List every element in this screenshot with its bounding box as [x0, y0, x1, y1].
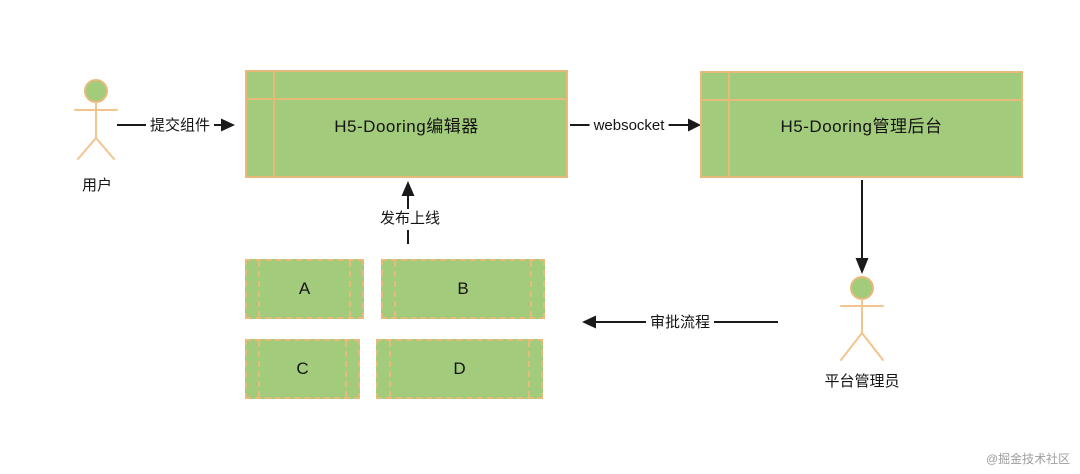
component-d-left-rail — [389, 341, 391, 397]
component-node-d: D — [376, 339, 543, 399]
component-node-b: B — [381, 259, 545, 319]
component-node-c: C — [245, 339, 360, 399]
editor-node: H5-Dooring编辑器 — [245, 70, 568, 178]
component-a-left-rail — [258, 261, 260, 317]
approval-arrow-label: 审批流程 — [645, 313, 715, 332]
admin-figure-icon — [840, 276, 884, 361]
editor-node-left-divider — [273, 72, 275, 176]
user-figure-icon — [74, 79, 118, 160]
handoff-arrow — [855, 180, 869, 274]
user-label: 用户 — [81, 177, 113, 194]
backend-node: H5-Dooring管理后台 — [700, 71, 1023, 178]
publish-arrow-label: 发布上线 — [375, 209, 445, 228]
watermark: @掘金技术社区 — [986, 452, 1071, 466]
editor-node-top-divider — [247, 98, 566, 100]
component-c-left-rail — [258, 341, 260, 397]
component-node-d-label: D — [453, 359, 466, 378]
publish-arrow — [401, 181, 415, 244]
component-b-left-rail — [394, 261, 396, 317]
backend-node-label: H5-Dooring管理后台 — [780, 117, 943, 136]
backend-node-left-divider — [728, 73, 730, 176]
backend-node-top-divider — [702, 99, 1021, 101]
component-a-right-rail — [349, 261, 351, 317]
component-node-a-label: A — [298, 279, 311, 298]
component-node-c-label: C — [296, 359, 309, 378]
component-node-b-label: B — [457, 279, 469, 298]
component-d-right-rail — [528, 341, 530, 397]
component-b-right-rail — [530, 261, 532, 317]
component-node-a: A — [245, 259, 364, 319]
admin-label: 平台管理员 — [824, 373, 900, 390]
component-c-right-rail — [345, 341, 347, 397]
submit-arrow-label: 提交组件 — [145, 116, 215, 135]
websocket-arrow-label: websocket — [589, 116, 669, 135]
editor-node-label: H5-Dooring编辑器 — [334, 116, 479, 136]
